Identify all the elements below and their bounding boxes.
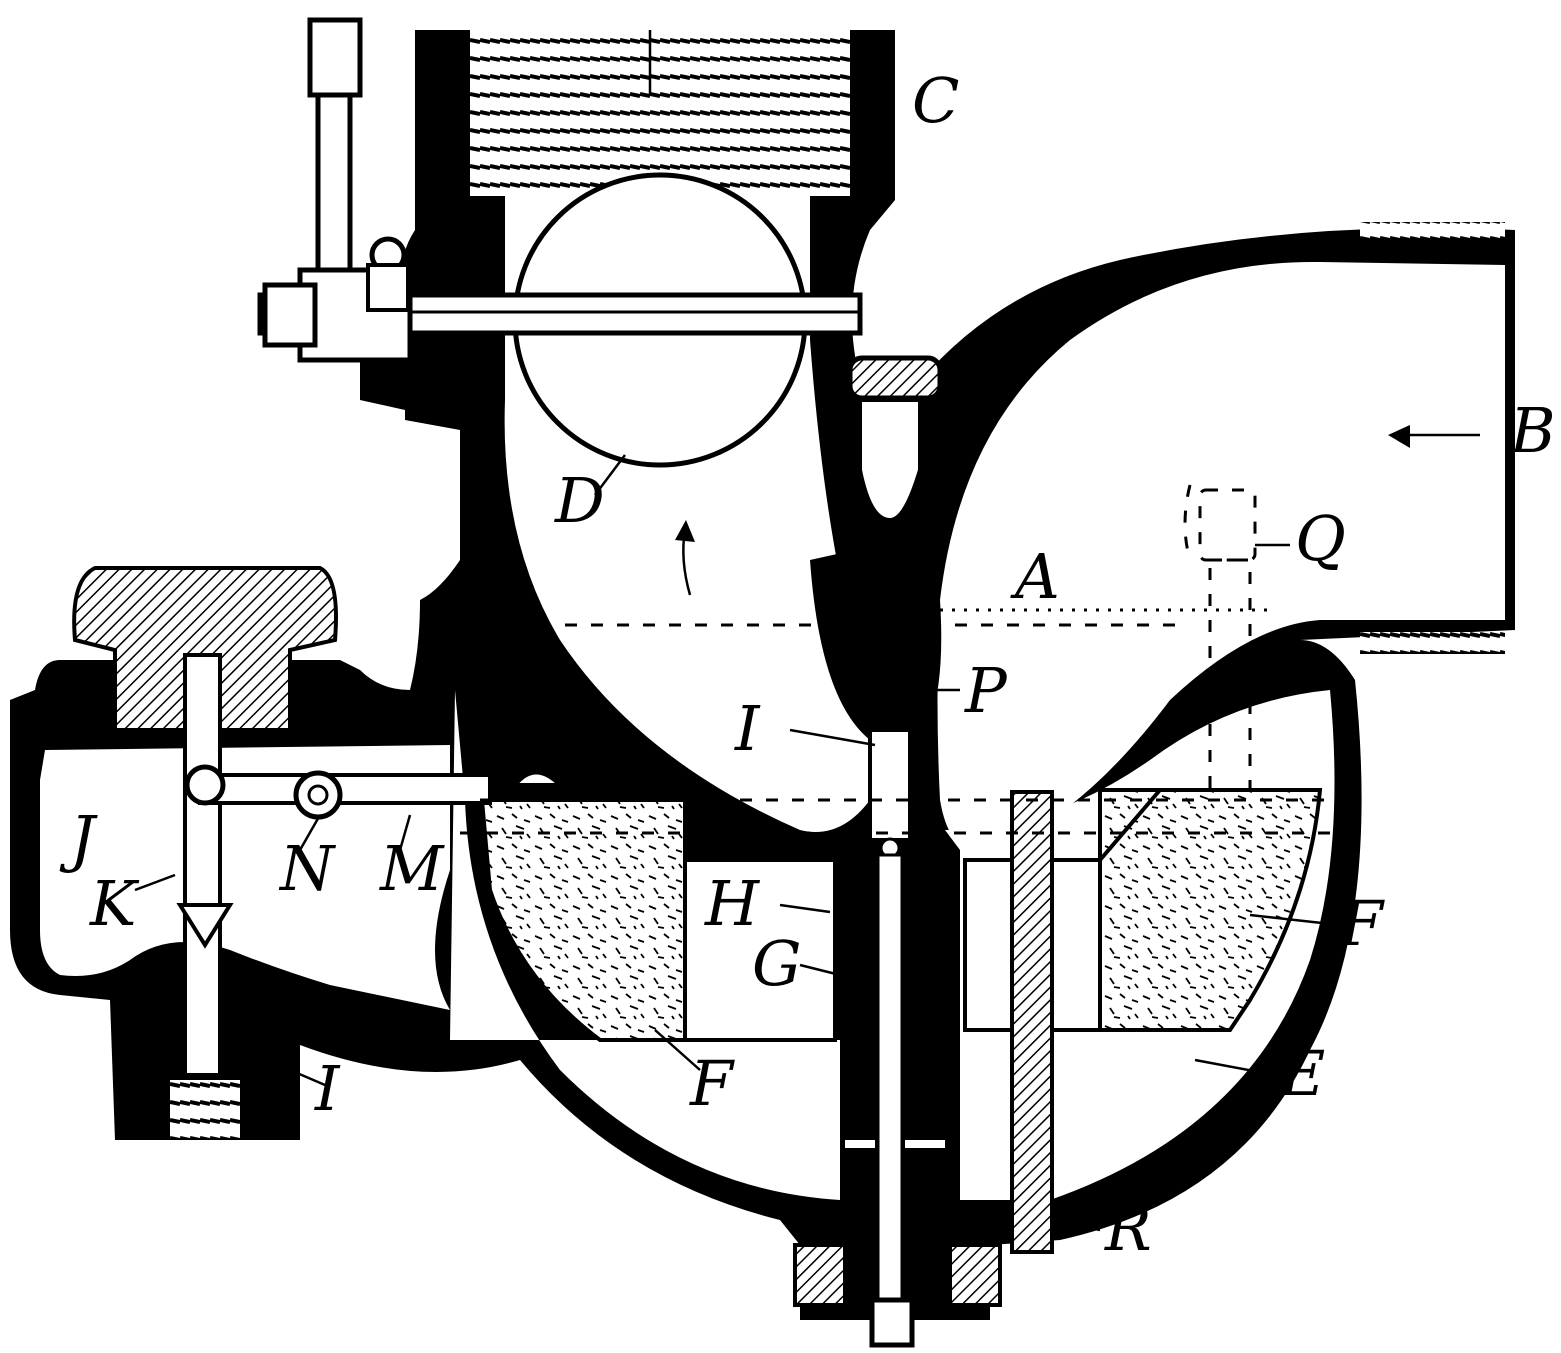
label-g: G <box>752 927 802 1000</box>
label-i-drain: I <box>314 1052 341 1125</box>
float-left <box>479 798 687 1042</box>
throttle-valve <box>257 172 863 468</box>
label-c: C <box>912 64 959 137</box>
flow-arrow-left <box>1388 425 1480 448</box>
hatched-gland-right <box>948 1243 1002 1307</box>
label-h: H <box>704 867 761 940</box>
label-p: P <box>964 654 1008 727</box>
float-chamber-interior <box>40 745 450 1010</box>
label-m: M <box>379 832 445 905</box>
float-chamber-cap <box>72 566 565 1140</box>
bottom-nut <box>869 1297 915 1348</box>
air-inlet <box>937 261 1505 852</box>
label-f-right: F <box>1339 887 1385 960</box>
label-n: N <box>278 832 337 905</box>
float-right <box>1098 788 1323 1032</box>
label-b: B <box>1509 394 1556 467</box>
label-q: Q <box>1295 502 1346 575</box>
label-f-left: F <box>689 1047 735 1120</box>
outlet-thread-bottom <box>1360 632 1505 654</box>
label-e: E <box>1279 1037 1325 1110</box>
label-i-needle: I <box>734 692 761 765</box>
lower-bowl <box>450 690 840 1200</box>
label-d: D <box>554 464 605 537</box>
leader-lines <box>134 454 1341 1232</box>
label-r: R <box>1104 1192 1152 1265</box>
outlet-thread-top <box>1360 222 1505 240</box>
central-stem <box>876 853 904 1307</box>
float-guide-rod <box>1010 790 1054 1254</box>
throttle-collar-bore <box>470 28 850 196</box>
label-k: K <box>89 867 140 940</box>
throttle-lever <box>262 17 413 363</box>
milled-adjusting-screw <box>847 355 943 401</box>
hatched-gland-left <box>793 1243 847 1307</box>
optional-fitting-q <box>1183 484 1257 792</box>
flow-arrow-up <box>675 520 695 596</box>
label-a: A <box>1010 540 1060 613</box>
jet-assembly <box>793 355 1002 1348</box>
